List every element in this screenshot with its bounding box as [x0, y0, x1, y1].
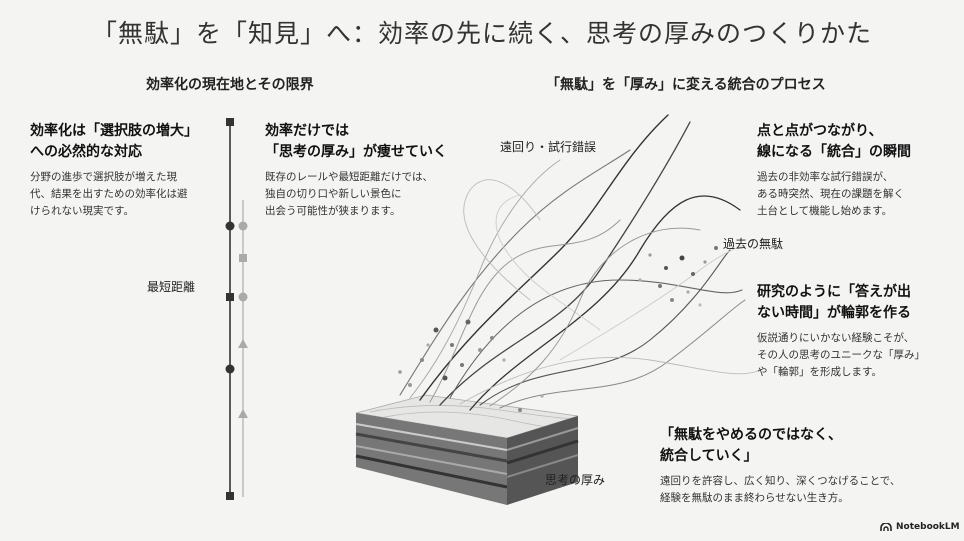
right-section-heading: 「無駄」を「厚み」に変える統合のプロセス	[546, 77, 826, 93]
grey-square-marker	[239, 254, 247, 262]
integrate-not-stop-block: 「無駄をやめるのではなく、 統合していく」 遠回りを許容し、広く知り、深くつなげ…	[660, 425, 900, 507]
shortest-path-label: 最短距離	[147, 280, 196, 294]
notebooklm-logo-text: NotebookLM	[896, 522, 960, 532]
detour-label: 遠回り・試行錯誤	[500, 140, 597, 154]
block-body-line: 代、結果を出すための効率化は避	[30, 188, 188, 200]
block-title-line: 線になる「統合」の瞬間	[757, 144, 911, 160]
notebooklm-logo-icon	[880, 522, 892, 531]
block-body-line: や「輪郭」を形成します。	[757, 366, 882, 378]
grey-triangle-marker	[238, 339, 248, 348]
research-contour-block: 研究のように「答えが出 ない時間」が輪郭を作る 仮説通りにいかない経験こそが、 …	[757, 282, 925, 381]
efficiency-inevitable-block: 効率化は「選択肢の増大」 への必然的な対応 分野の進歩で選択肢が増えた現 代、結…	[30, 121, 198, 220]
block-body-line: 既存のレールや最短距離だけでは、	[265, 171, 433, 183]
block-body-line: 分野の進歩で選択肢が増えた現	[30, 171, 177, 183]
grey-triangle-marker	[238, 409, 248, 418]
block-body-line: 土台として機能し始めます。	[757, 205, 893, 217]
grey-circle-marker	[238, 292, 248, 302]
past-waste-label: 過去の無駄	[723, 237, 784, 251]
timeline-square-marker	[226, 118, 234, 126]
block-body-line: 過去の非効率な試行錯誤が、	[757, 171, 894, 183]
timeline-square-marker	[226, 492, 234, 500]
block-title-line: 効率だけでは	[265, 123, 349, 139]
page-title: 「無駄」を「知見」へ：効率の先に続く、思考の厚みのつくりかた	[91, 19, 872, 48]
block-title-line: 研究のように「答えが出	[757, 284, 911, 300]
thickness-label: 思考の厚み	[545, 473, 606, 487]
block-title-line: 「無駄をやめるのではなく、	[660, 427, 842, 443]
scattered-dots	[398, 246, 718, 412]
block-body-line: ある時突然、現在の課題を解く	[757, 188, 904, 200]
block-title-line: への必然的な対応	[30, 144, 142, 160]
integration-moment-block: 点と点がつながり、 線になる「統合」の瞬間 過去の非効率な試行錯誤が、 ある時突…	[757, 121, 911, 220]
block-body-line: 独自の切り口や新しい景色に	[265, 188, 402, 200]
block-body-line: 遠回りを許容し、広く知り、深くつなげることで、	[660, 475, 901, 487]
block-body-line: けられない現実です。	[30, 205, 134, 217]
block-body-line: 経験を無駄のまま終わらせない生き方。	[660, 492, 849, 504]
timeline-square-marker	[226, 293, 234, 301]
efficiency-limit-block: 効率だけでは 「思考の厚み」が痩せていく 既存のレールや最短距離だけでは、 独自…	[265, 121, 447, 220]
block-body-line: 出会う可能性が狭まります。	[265, 205, 401, 217]
timeline-circle-marker	[225, 221, 235, 231]
thickness-block	[355, 394, 579, 505]
block-title-line: 点と点がつながり、	[757, 123, 883, 139]
block-title-line: ない時間」が輪郭を作る	[757, 305, 911, 321]
block-title-line: 統合していく」	[660, 448, 758, 464]
timeline-circle-marker	[225, 364, 235, 374]
block-title-line: 効率化は「選択肢の増大」	[30, 123, 198, 139]
notebooklm-branding: NotebookLM	[880, 522, 960, 532]
block-body-line: 仮説通りにいかない経験こそが、	[757, 332, 915, 344]
block-title-line: 「思考の厚み」が痩せていく	[265, 144, 447, 160]
left-section-heading: 効率化の現在地とその限界	[146, 77, 314, 93]
block-body-line: その人の思考のユニークな「厚み」	[757, 349, 925, 361]
grey-circle-marker	[238, 221, 248, 231]
